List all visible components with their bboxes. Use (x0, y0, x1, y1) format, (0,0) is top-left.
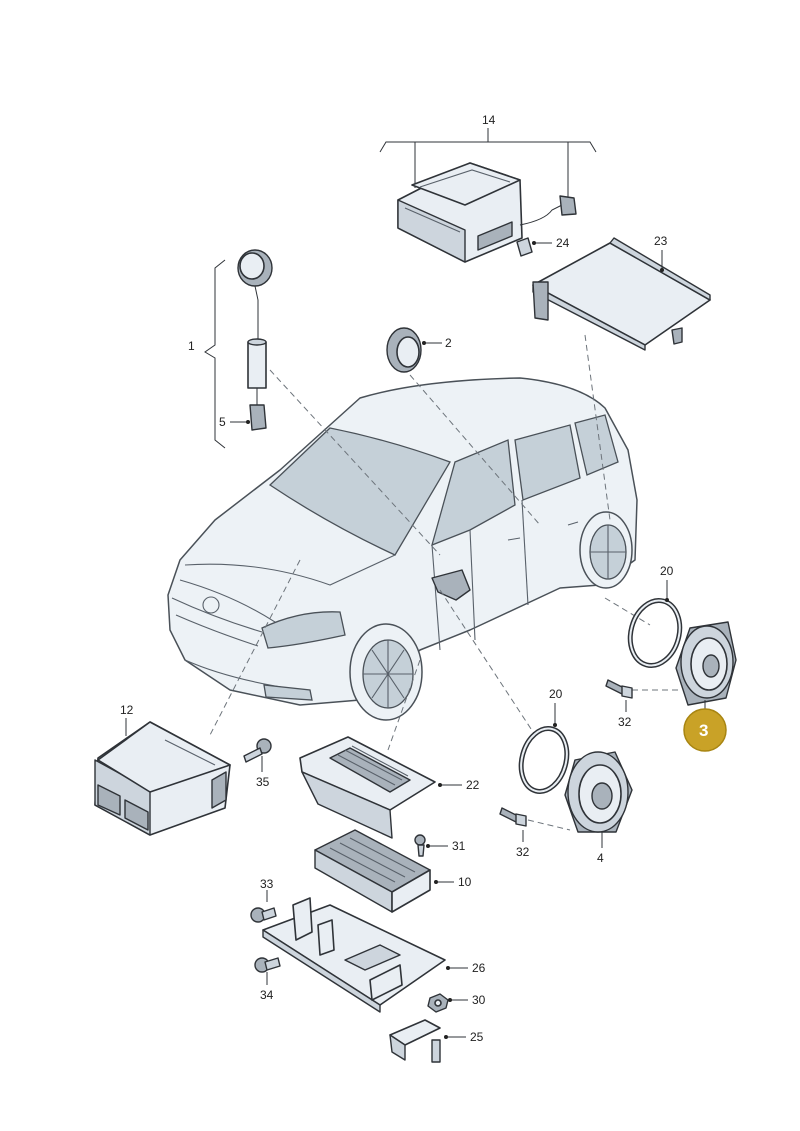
callout-35: 35 (256, 775, 270, 789)
callout-30: 30 (472, 993, 486, 1007)
callout-1: 1 (188, 339, 195, 353)
callout-2: 2 (445, 336, 452, 350)
part-30-nut (427, 993, 468, 1013)
part-20-seal-ring-lower (518, 703, 570, 794)
part-4-speaker (564, 751, 633, 848)
callout-4: 4 (597, 851, 604, 865)
callout-23: 23 (654, 234, 668, 248)
callout-24: 24 (556, 236, 570, 250)
callout-26: 26 (472, 961, 486, 975)
callout-25: 25 (470, 1030, 484, 1044)
part-34-screw (254, 957, 281, 985)
part-32-screw-lower (499, 807, 527, 842)
part-33-screw (250, 890, 277, 923)
part-35-screw (243, 738, 272, 772)
callout-32-lower: 32 (516, 845, 530, 859)
part-32-screw-upper (605, 679, 633, 712)
callout-12: 12 (120, 703, 134, 717)
part-1-antenna-module (204, 249, 273, 449)
part-31-screw (414, 834, 448, 857)
part-20-seal-ring-upper (627, 580, 683, 668)
car-illustration (167, 377, 638, 721)
callout-5: 5 (219, 415, 226, 429)
part-23-cover-plate (532, 237, 711, 351)
callout-33: 33 (260, 877, 274, 891)
callout-20-lower: 20 (549, 687, 563, 701)
callout-14: 14 (482, 113, 496, 127)
callout-3-highlight-badge: 3 (683, 708, 727, 752)
part-26-mounting-bracket (262, 897, 468, 1013)
assembly-dashed-lines (209, 334, 680, 831)
part-14-radio-unit (379, 128, 597, 263)
callout-10: 10 (458, 875, 472, 889)
callout-34: 34 (260, 988, 274, 1002)
callout-3: 3 (699, 721, 708, 740)
part-3-speaker-highlighted (675, 621, 737, 710)
callout-22: 22 (466, 778, 480, 792)
part-2-tweeter (386, 327, 442, 373)
part-25-small-bracket (389, 1019, 466, 1063)
callout-20-upper: 20 (660, 564, 674, 578)
callout-32-upper: 32 (618, 715, 632, 729)
callout-31: 31 (452, 839, 466, 853)
part-22-amplifier-cover (299, 736, 462, 839)
part-10-amplifier-module (314, 829, 454, 913)
part-12-control-unit (94, 718, 231, 836)
